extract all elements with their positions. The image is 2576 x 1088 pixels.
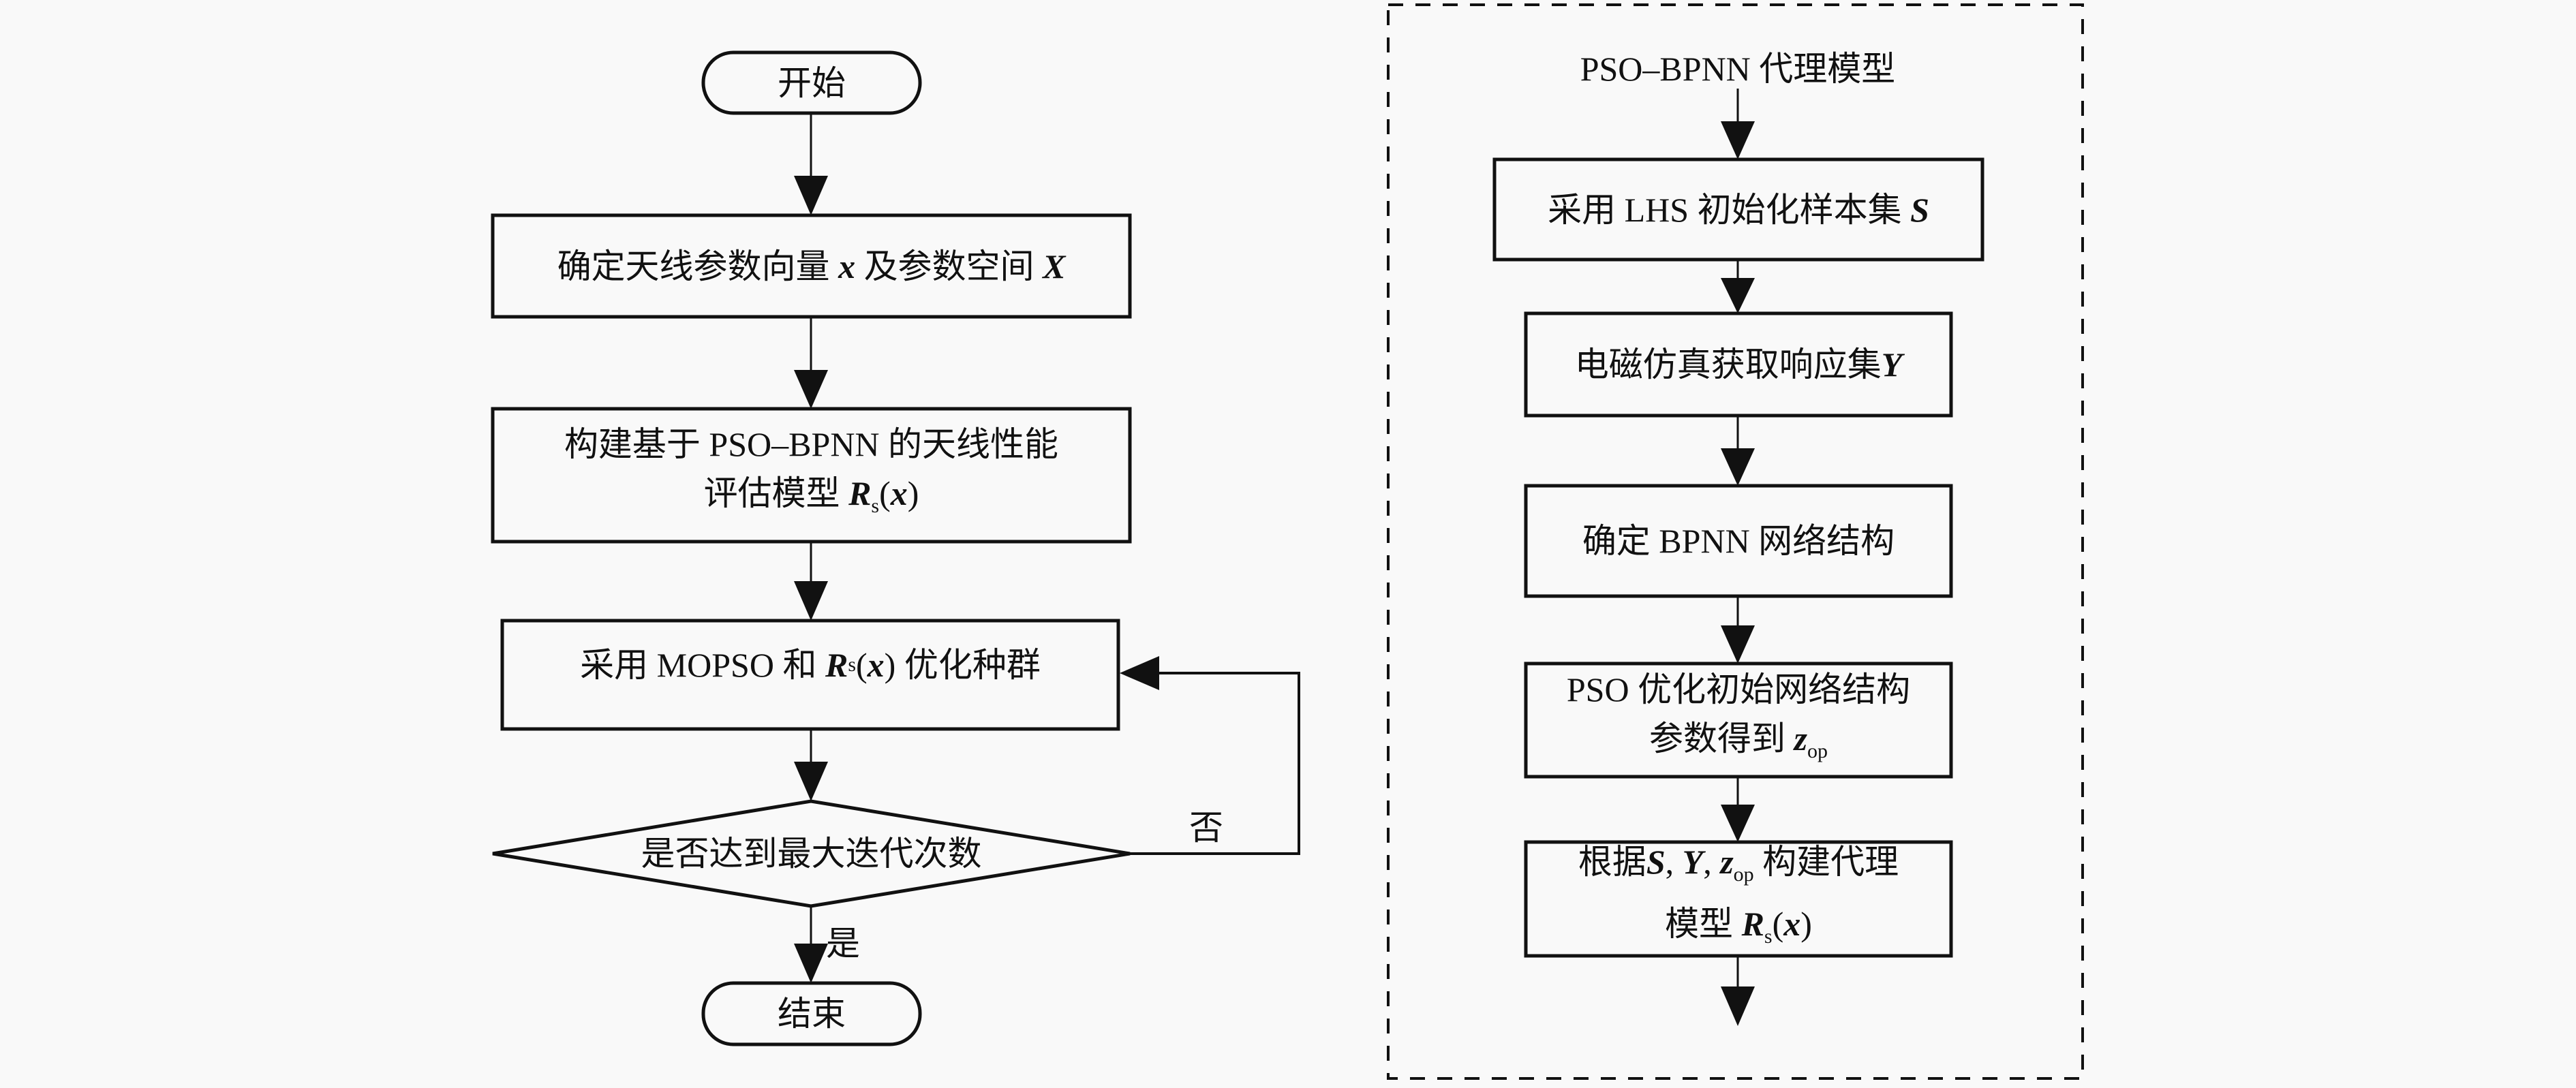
loop-back-line [1130, 672, 1300, 855]
dashed-frame [1387, 3, 2084, 1080]
yes-branch-label: 是 [826, 924, 860, 963]
left-step1-label: 确定天线参数向量 x 及参数空间 X [493, 215, 1130, 317]
start-label: 开始 [778, 63, 846, 102]
var-X: X [1043, 247, 1066, 285]
arrowhead [794, 370, 828, 409]
end-label: 结束 [778, 995, 846, 1033]
arrowhead [1721, 805, 1755, 842]
arrowhead [1721, 121, 1755, 159]
no-branch-label: 否 [1189, 809, 1223, 847]
arrowhead [794, 762, 828, 801]
arrowhead [794, 176, 828, 215]
var-x: x [838, 247, 856, 285]
right-step3-label: 确定 BPNN 网络结构 [1582, 522, 1895, 560]
arrowhead [1120, 656, 1159, 690]
right-step5-label: 根据S, Y, zop 构建代理 模型 Rs(x) [1578, 842, 1899, 948]
arrowhead [1721, 986, 1755, 1026]
arrowhead [1721, 278, 1755, 313]
end-terminal [701, 981, 922, 1046]
left-step2-label: 构建基于 PSO–BPNN 的天线性能 评估模型 Rs(x) [493, 409, 1130, 542]
arrowhead [794, 944, 828, 983]
right-step4-label: PSO 优化初始网络结构 参数得到 zop [1566, 670, 1911, 762]
left-step1-text2: 及参数空间 [863, 247, 1034, 285]
left-step1-text: 确定天线参数向量 [557, 247, 830, 285]
arrowhead [794, 581, 828, 621]
right-title: PSO–BPNN 代理模型 [1580, 50, 1896, 88]
arrowhead [1721, 448, 1755, 486]
left-step2-line2: 评估模型 Rs(x) [703, 474, 919, 517]
arrowhead [1721, 625, 1755, 664]
right-step1-label: 采用 LHS 初始化样本集 S [1548, 190, 1929, 229]
left-step2-line1: 构建基于 PSO–BPNN 的天线性能 [564, 425, 1059, 463]
decision-label: 是否达到最大迭代次数 [641, 835, 982, 873]
